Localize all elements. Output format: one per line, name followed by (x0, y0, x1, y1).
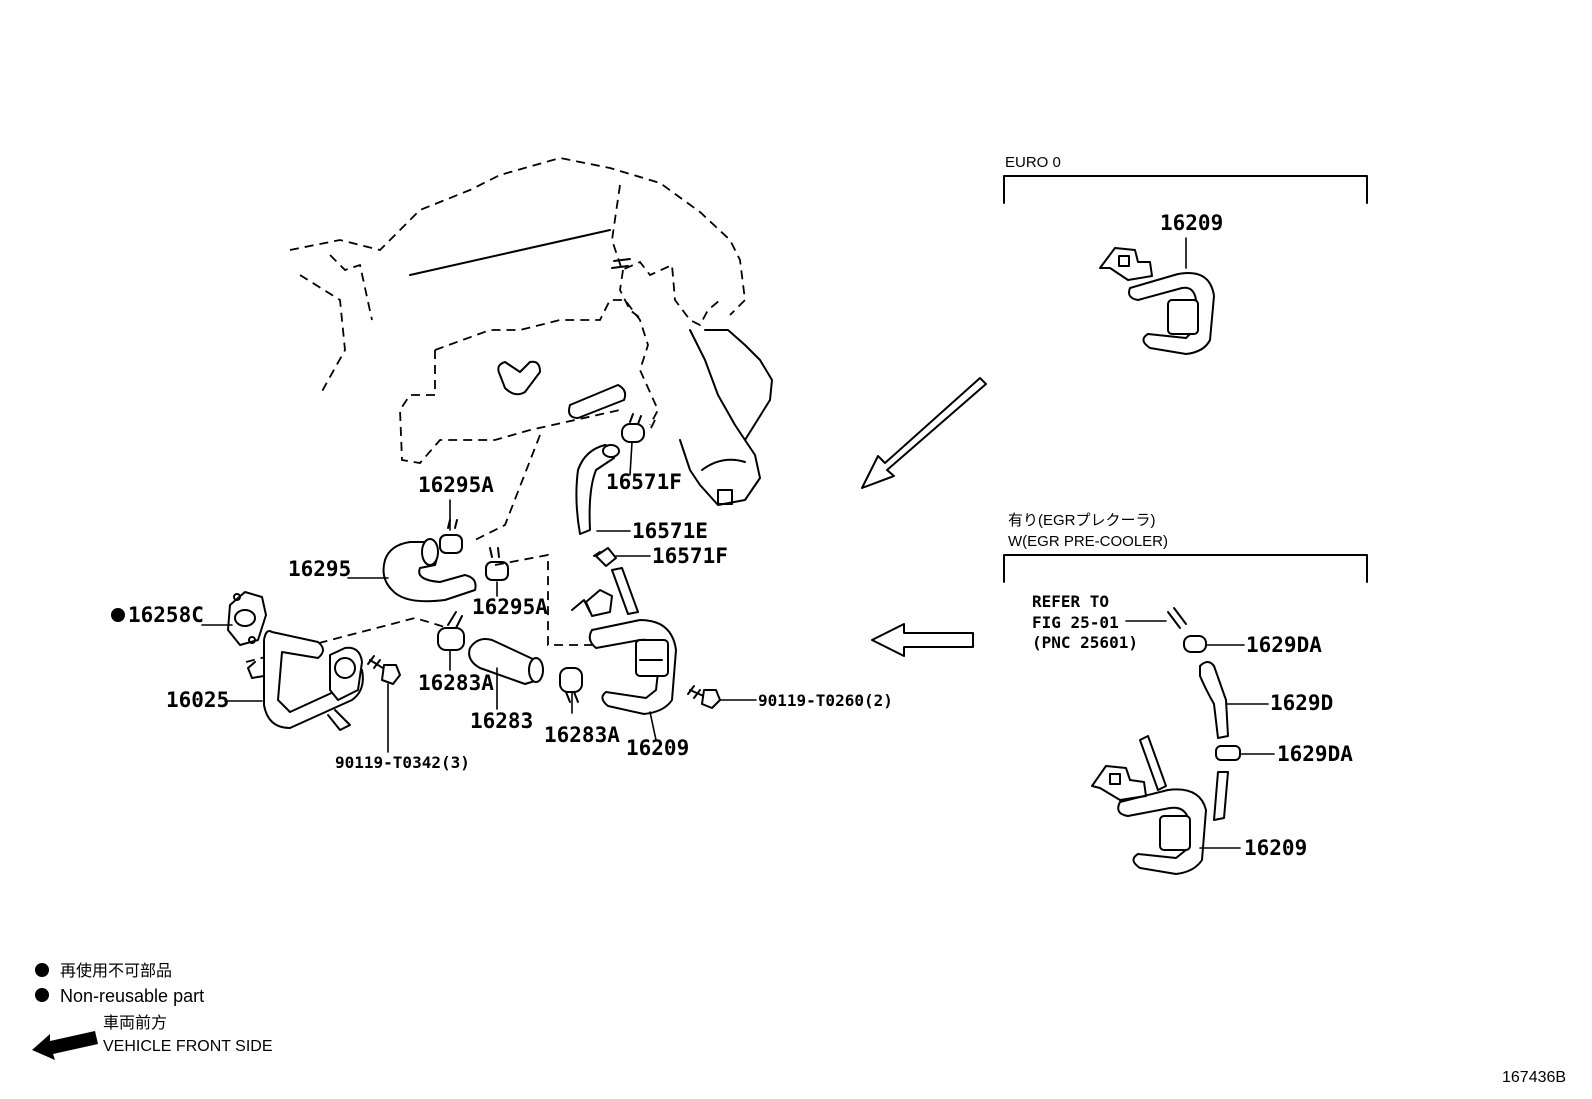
label-90119-t0260: 90119-T0260(2) (758, 691, 893, 710)
engine-outline (289, 157, 773, 541)
egr-variant: 有り(EGRプレクーラ) W(EGR PRE-COOLER) REFER TO … (1003, 512, 1368, 875)
label-16295a-bottom: 16295A (472, 595, 548, 619)
clamp-16571f-bottom (593, 547, 617, 567)
legend-non-reusable-jp: 再使用不可部品 (60, 962, 172, 980)
egr-title-en: W(EGR PRE-COOLER) (1008, 533, 1168, 550)
gasket-16258c (227, 591, 267, 646)
pipe-16209-main (571, 567, 677, 715)
non-reusable-bullet (111, 608, 125, 622)
label-90119-t0342: 90119-T0342(3) (335, 753, 470, 772)
legend-front-en: VEHICLE FRONT SIDE (103, 1038, 273, 1055)
bolt-90119-t0260 (687, 685, 721, 709)
euro0-variant: EURO 0 16209 (1003, 154, 1368, 355)
legend-bullet-jp (35, 963, 49, 977)
label-16025: 16025 (166, 688, 229, 712)
illustration-code: 167436B (1502, 1069, 1566, 1086)
clamp-16283a-2 (559, 667, 583, 703)
hose-16571e (575, 444, 620, 535)
legend-non-reusable-en: Non-reusable part (60, 986, 204, 1006)
label-16295a-top: 16295A (418, 473, 494, 497)
clamp-16571f-top (621, 413, 645, 443)
leader-lines-main (201, 441, 757, 753)
bolt-90119-t0342 (367, 655, 401, 685)
arrow-to-egr (871, 623, 974, 657)
front-arrow-icon (32, 1031, 98, 1060)
clamp-16295a-top (439, 519, 463, 554)
label-16571f-top: 16571F (606, 470, 682, 494)
refer-to-line1: REFER TO (1032, 592, 1109, 611)
legend: 再使用不可部品 Non-reusable part 車両前方 VEHICLE F… (32, 962, 273, 1060)
egr-label-1629da-bottom: 1629DA (1277, 742, 1353, 766)
label-16258c: 16258C (128, 603, 204, 627)
label-16209-main: 16209 (626, 736, 689, 760)
euro0-title: EURO 0 (1005, 154, 1061, 171)
egr-label-1629d: 1629D (1270, 691, 1333, 715)
label-16283a-2: 16283A (544, 723, 620, 747)
label-16571f-bottom: 16571F (652, 544, 728, 568)
clamp-16295a-bottom (485, 547, 509, 581)
euro0-label-16209: 16209 (1160, 211, 1223, 235)
arrow-to-euro0 (861, 377, 987, 489)
legend-front-jp: 車両前方 (103, 1014, 167, 1032)
legend-bullet-en (35, 988, 49, 1002)
label-16283: 16283 (470, 709, 533, 733)
label-16295: 16295 (288, 557, 351, 581)
label-16283a-1: 16283A (418, 671, 494, 695)
label-16571e: 16571E (632, 519, 708, 543)
refer-to-line2: FIG 25-01 (1032, 613, 1119, 632)
egr-label-1629da-top: 1629DA (1246, 633, 1322, 657)
clamp-16283a-1 (437, 611, 465, 651)
refer-to-line3: (PNC 25601) (1032, 633, 1138, 652)
egr-title-jp: 有り(EGRプレクーラ) (1008, 512, 1156, 529)
egr-label-16209: 16209 (1244, 836, 1307, 860)
hose-16283 (468, 638, 544, 685)
hose-16295 (382, 538, 477, 603)
pipe-16025 (247, 630, 364, 731)
